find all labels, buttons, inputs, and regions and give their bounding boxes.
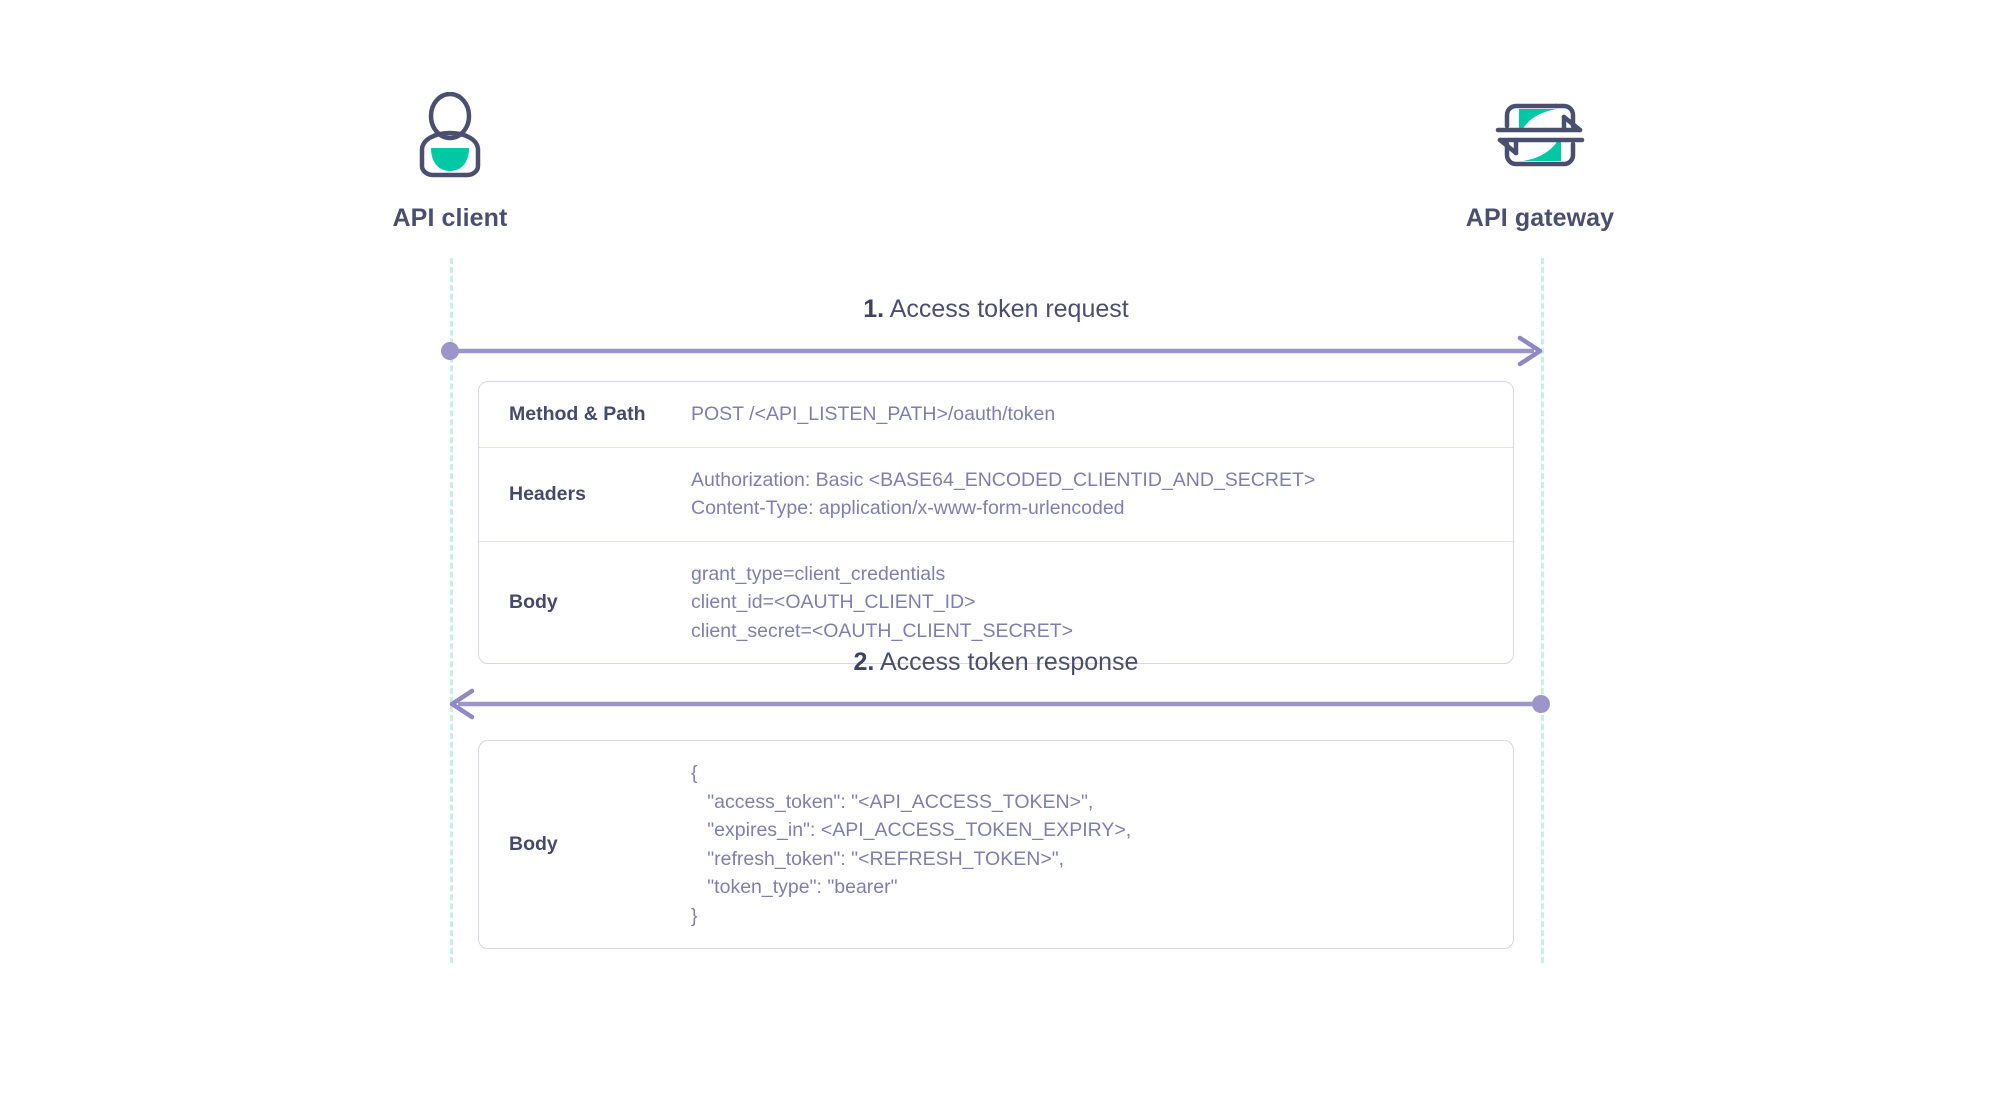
value-line: "access_token": "<API_ACCESS_TOKEN>", [691,790,1094,813]
value-line: Authorization: Basic <BASE64_ENCODED_CLI… [691,468,1316,491]
message-2: 2. Access token response [449,648,1550,720]
message-label: 2. Access token response [450,648,1542,677]
row-value: { "access_token": "<API_ACCESS_TOKEN>", … [691,741,1513,948]
message-arrow-right [441,335,1543,367]
participant-api-client: API client [320,80,580,233]
value-line: "expires_in": <API_ACCESS_TOKEN_EXPIRY>, [691,819,1132,841]
table-row: Headers Authorization: Basic <BASE64_ENC… [479,446,1513,541]
participant-label: API gateway [1465,204,1615,232]
message-1: 1. Access token request [441,295,1543,367]
value-line: "refresh_token": "<REFRESH_TOKEN>", [691,847,1065,870]
value-line: { [691,762,698,784]
value-line: } [691,904,698,927]
table-row: Body grant_type=client_credentials clien… [479,540,1513,664]
row-label: Body [509,590,558,613]
request-detail-table: Method & Path POST /<API_LISTEN_PATH>/oa… [478,381,1514,664]
value-line: grant_type=client_credentials [691,562,946,585]
message-text: Access token response [879,648,1139,676]
row-value: Authorization: Basic <BASE64_ENCODED_CLI… [691,448,1513,541]
message-number: 1. [863,295,885,323]
message-arrow-left [449,688,1550,720]
table-row: Body { "access_token": "<API_ACCESS_TOKE… [479,741,1513,948]
value-line: client_secret=<OAUTH_CLIENT_SECRET> [691,619,1074,642]
participant-label: API client [392,204,508,232]
participant-api-gateway: API gateway [1410,80,1670,233]
user-avatar-icon [320,80,580,190]
value-line: POST /<API_LISTEN_PATH>/oauth/token [691,403,1056,425]
message-number: 2. [853,648,875,676]
value-line: "token_type": "bearer" [691,876,898,898]
value-line: client_id=<OAUTH_CLIENT_ID> [691,591,976,613]
row-value: grant_type=client_credentials client_id=… [691,542,1513,664]
row-label: Method & Path [509,402,646,425]
api-gateway-icon [1410,80,1670,190]
table-row: Method & Path POST /<API_LISTEN_PATH>/oa… [479,382,1513,447]
lifeline-api-gateway [1541,258,1544,963]
row-label: Body [509,833,558,855]
message-label: 1. Access token request [450,295,1542,324]
response-detail-table: Body { "access_token": "<API_ACCESS_TOKE… [478,740,1514,949]
row-label: Headers [509,482,586,505]
lifeline-api-client [450,258,453,963]
row-value: POST /<API_LISTEN_PATH>/oauth/token [691,382,1513,447]
message-text: Access token request [889,295,1129,323]
value-line: Content-Type: application/x-www-form-url… [691,497,1125,519]
